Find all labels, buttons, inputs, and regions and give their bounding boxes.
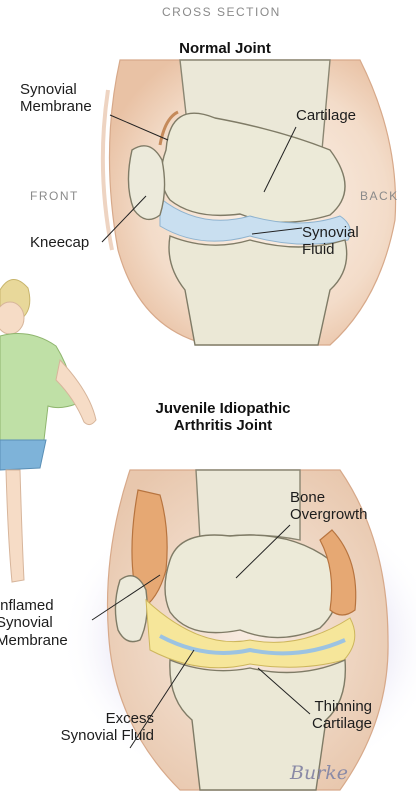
label-excess-synovial-fluid: Excess Synovial Fluid — [14, 710, 154, 745]
normal-joint-drawing — [102, 60, 396, 345]
label-kneecap: Kneecap — [30, 234, 89, 251]
artist-signature: Burke — [290, 763, 348, 785]
label-cartilage: Cartilage — [296, 107, 356, 124]
child-illustration — [0, 279, 96, 582]
label-inflamed-synovial-membrane: Inflamed Synovial Membrane — [0, 597, 68, 649]
label-thinning-cartilage: Thinning Cartilage — [312, 698, 372, 733]
label-synovial-membrane: Synovial Membrane — [20, 81, 92, 116]
normal-joint-title: Normal Joint — [150, 40, 300, 57]
label-back: BACK — [360, 190, 399, 204]
cross-section-caption: CROSS SECTION — [162, 6, 292, 20]
label-bone-overgrowth: Bone Overgrowth — [290, 489, 368, 524]
label-front: FRONT — [30, 190, 79, 204]
jia-joint-title: Juvenile Idiopathic Arthritis Joint — [130, 400, 316, 435]
label-synovial-fluid: Synovial Fluid — [302, 224, 359, 259]
